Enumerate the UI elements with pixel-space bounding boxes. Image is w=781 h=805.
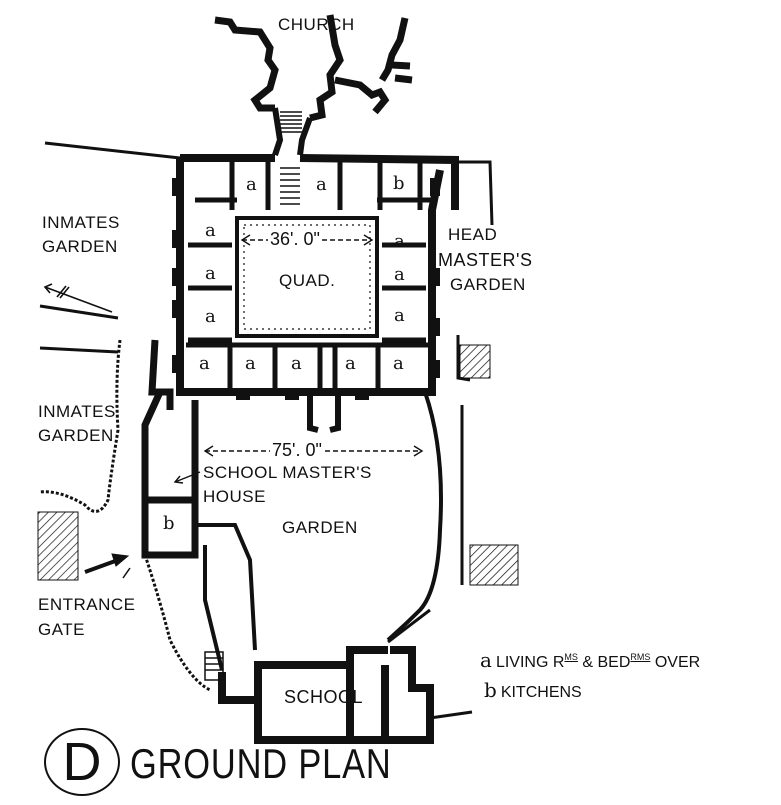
hedge-path bbox=[39, 339, 211, 692]
room-key-a: a bbox=[205, 220, 216, 241]
entrance-arrow bbox=[84, 553, 131, 579]
quad-court bbox=[235, 216, 379, 338]
room-key-a: a bbox=[345, 353, 356, 374]
room-key-a: a bbox=[394, 305, 405, 326]
school-masters-house-label-2: HOUSE bbox=[203, 487, 266, 506]
hatched-building-east-1 bbox=[459, 344, 491, 379]
room-key-b: b bbox=[393, 173, 405, 194]
garden-wall bbox=[195, 391, 443, 671]
legend-text-a-1: LIVING R bbox=[495, 654, 565, 671]
inmates-garden-upper-label-2: GARDEN bbox=[42, 237, 118, 256]
room-key-a: a bbox=[316, 174, 327, 195]
boundary-lines bbox=[39, 141, 494, 720]
head-masters-garden-label-2: MASTER'S bbox=[438, 250, 533, 270]
inmates-garden-lower-label-1: INMATES bbox=[38, 402, 116, 421]
room-key-a: a bbox=[246, 174, 257, 195]
garden-label: GARDEN bbox=[282, 518, 358, 537]
room-key-a: a bbox=[205, 306, 216, 327]
church-walls bbox=[214, 14, 413, 122]
room-key-a: a bbox=[394, 231, 405, 252]
head-masters-garden-wall bbox=[456, 335, 471, 585]
legend-text-b: KITCHENS bbox=[500, 684, 582, 701]
north-arrow-icon bbox=[43, 283, 113, 313]
room-key-a: a bbox=[199, 353, 210, 374]
room-key-a: a bbox=[394, 264, 405, 285]
quad-label: QUAD. bbox=[279, 271, 336, 290]
legend-key-a: a bbox=[480, 648, 492, 672]
legend-text-a-2: & BED bbox=[577, 654, 631, 671]
plan-letter-badge: D bbox=[44, 728, 120, 796]
school-walls bbox=[218, 646, 434, 744]
room-key-a: a bbox=[291, 353, 302, 374]
quad-steps bbox=[280, 167, 300, 205]
legend-sup-a-1: MS bbox=[564, 652, 578, 662]
plan-title: GROUND PLAN bbox=[130, 740, 392, 787]
school-stairs bbox=[204, 651, 224, 681]
room-partitions bbox=[186, 162, 432, 390]
legend-text-a-3: OVER bbox=[650, 654, 701, 671]
hatched-building-east-2 bbox=[469, 544, 519, 586]
south-gateway bbox=[307, 392, 341, 433]
room-key-a: a bbox=[393, 353, 404, 374]
entrance-gate-label-1: ENTRANCE bbox=[38, 595, 136, 614]
inmates-garden-upper-label-1: INMATES bbox=[42, 213, 120, 232]
school-label: SCHOOL bbox=[284, 687, 364, 707]
church-steps bbox=[280, 111, 302, 133]
entrance-gate-label-2: GATE bbox=[38, 620, 86, 639]
room-key-b: b bbox=[163, 513, 175, 534]
hatched-building-west bbox=[37, 511, 79, 581]
church-label: CHURCH bbox=[278, 15, 355, 34]
quad-width-dimension: 36'. 0" bbox=[268, 229, 322, 249]
head-masters-garden-label-3: GARDEN bbox=[450, 275, 526, 294]
church-porch bbox=[272, 107, 313, 156]
garden-width-dimension: 75'. 0" bbox=[270, 440, 324, 460]
legend-sup-a-2: RMS bbox=[630, 652, 651, 662]
room-key-a: a bbox=[205, 263, 216, 284]
buttresses bbox=[172, 178, 440, 400]
legend-key-b: b bbox=[484, 678, 497, 702]
inmates-garden-lower-label-2: GARDEN bbox=[38, 426, 114, 445]
school-masters-house-label-1: SCHOOL MASTER'S bbox=[203, 463, 372, 482]
head-masters-garden-label-1: HEAD bbox=[448, 225, 498, 244]
room-key-a: a bbox=[245, 353, 256, 374]
